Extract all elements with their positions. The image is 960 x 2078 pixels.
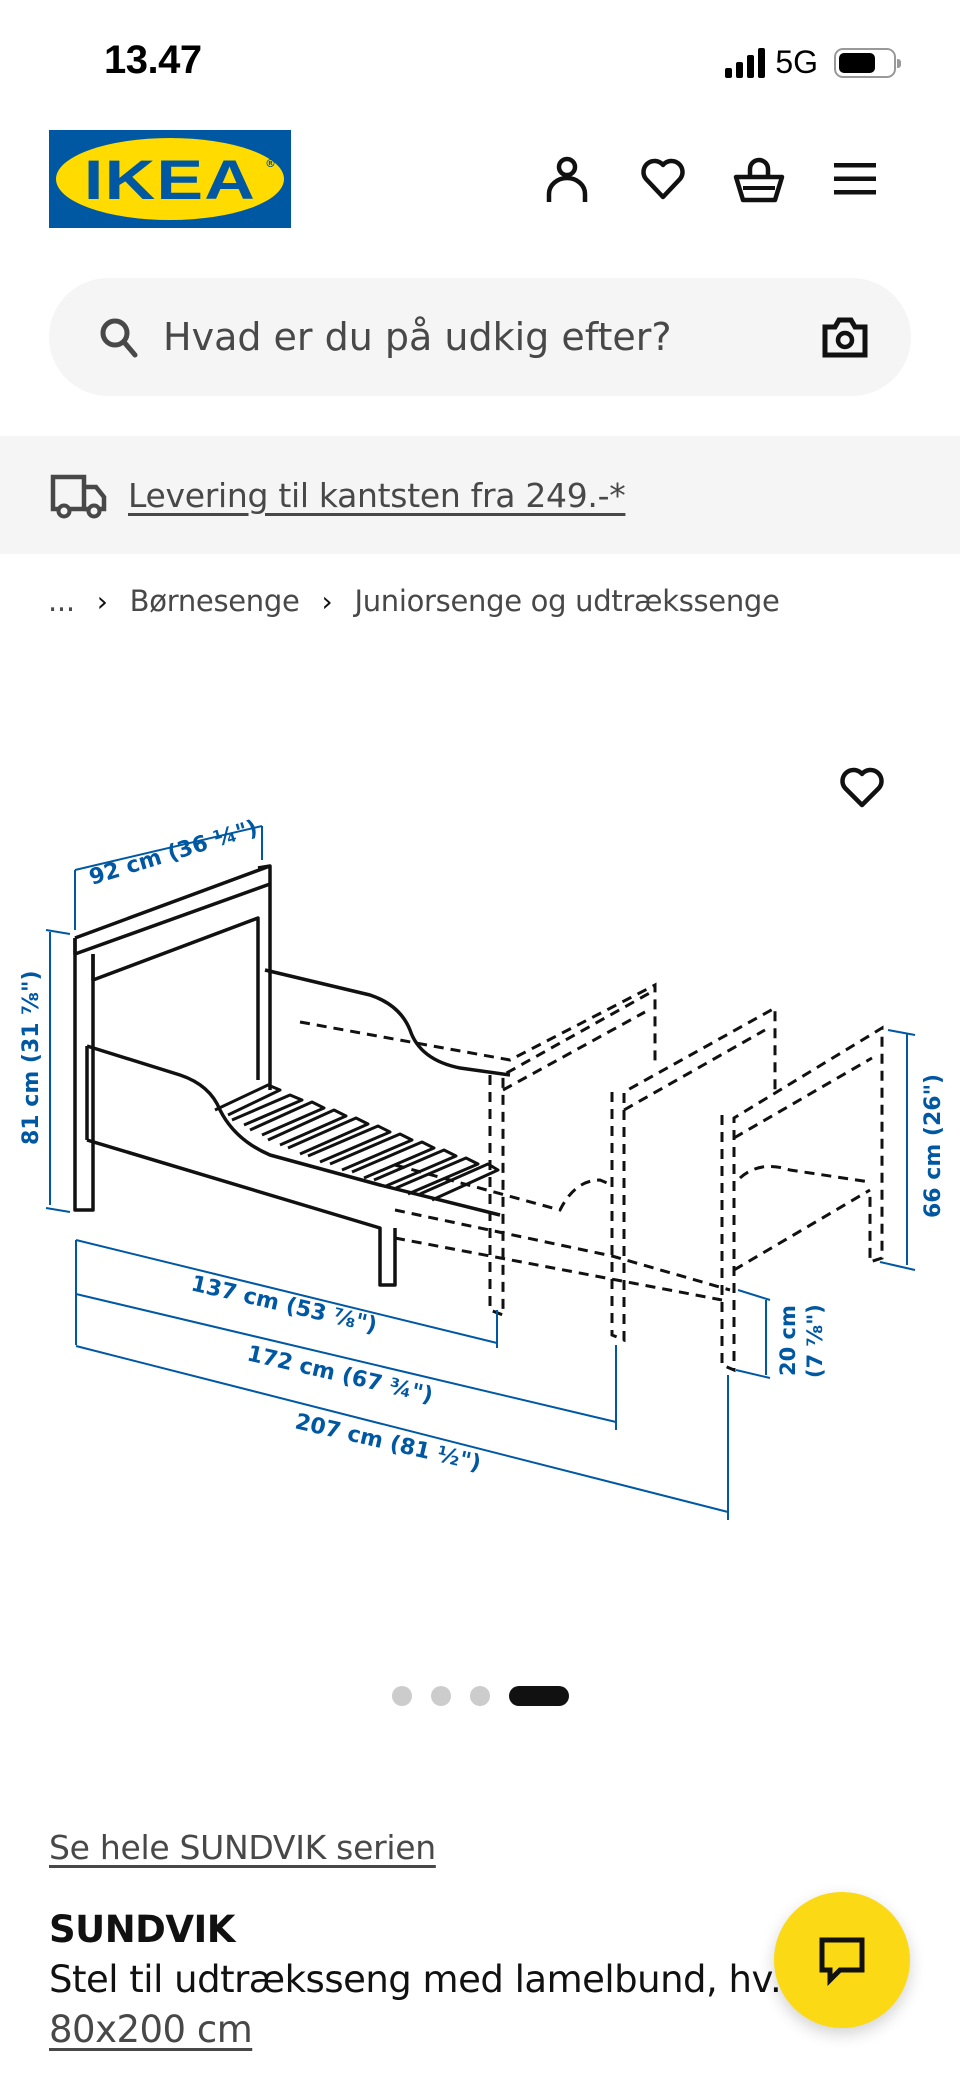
search-input[interactable] [163,315,819,359]
product-name: SUNDVIK [49,1908,235,1951]
carousel-dot-4-active[interactable] [509,1686,569,1706]
bed-dimension-drawing: 92 cm (36 ¼") 81 cm (31 ⅞") 137 cm (53 ⅞… [19,816,946,1520]
basket-icon[interactable] [732,152,786,206]
status-indicators: 5G [725,44,901,81]
breadcrumb-ellipsis[interactable]: ... [48,584,75,618]
battery-icon [834,47,901,78]
user-icon[interactable] [540,152,594,206]
logo-ellipse [56,138,284,220]
status-bar: 13.47 5G [0,0,960,120]
delivery-banner: Levering til kantsten fra 249.-* [0,436,960,554]
dim-leg-height-cm: 20 cm [776,1305,800,1376]
carousel-dot-3[interactable] [470,1686,490,1706]
status-time: 13.47 [104,38,202,82]
chevron-right-icon: › [96,584,108,618]
product-description: Stel til udtræksseng med lamelbund, hv..… [49,1958,804,2001]
delivery-link[interactable]: Levering til kantsten fra 249.-* [128,475,626,515]
carousel-dot-1[interactable] [392,1686,412,1706]
search-bar[interactable] [49,278,911,396]
header-actions [540,152,882,206]
site-header: IKEA ® [0,130,960,230]
heart-icon [840,767,884,808]
logo-text: IKEA [83,147,257,211]
search-icon [100,318,138,358]
carousel-indicator [392,1686,569,1706]
breadcrumb-item-juniorsenge[interactable]: Juniorsenge og udtrækssenge [354,584,780,618]
dim-footboard-height: 66 cm (26") [921,1074,946,1218]
signal-icon [725,47,766,78]
dim-length-mid: 172 cm (67 ¾") [245,1341,436,1408]
breadcrumb-item-boernesenge[interactable]: Børnesenge [129,584,300,618]
heart-icon[interactable] [636,152,690,206]
product-size-link[interactable]: 80x200 cm [49,2008,253,2051]
ikea-logo[interactable]: IKEA ® [49,130,291,228]
menu-icon[interactable] [828,152,882,206]
add-to-favorites-button[interactable] [832,758,892,818]
chevron-right-icon: › [321,584,333,618]
dim-height: 81 cm (31 ⅞") [19,970,44,1145]
chat-icon [819,1937,865,1986]
carousel-dot-2[interactable] [431,1686,451,1706]
registered-mark: ® [265,157,276,170]
breadcrumb: ... › Børnesenge › Juniorsenge og udtræk… [48,584,780,618]
dim-leg-height-in: (7 ⅞") [803,1304,827,1378]
series-link[interactable]: Se hele SUNDVIK serien [49,1828,436,1867]
chat-button[interactable] [774,1892,910,2028]
network-type: 5G [775,44,818,80]
truck-icon [50,474,107,519]
camera-icon[interactable] [819,311,871,363]
product-image[interactable]: 92 cm (36 ¼") 81 cm (31 ⅞") 137 cm (53 ⅞… [0,700,960,1660]
